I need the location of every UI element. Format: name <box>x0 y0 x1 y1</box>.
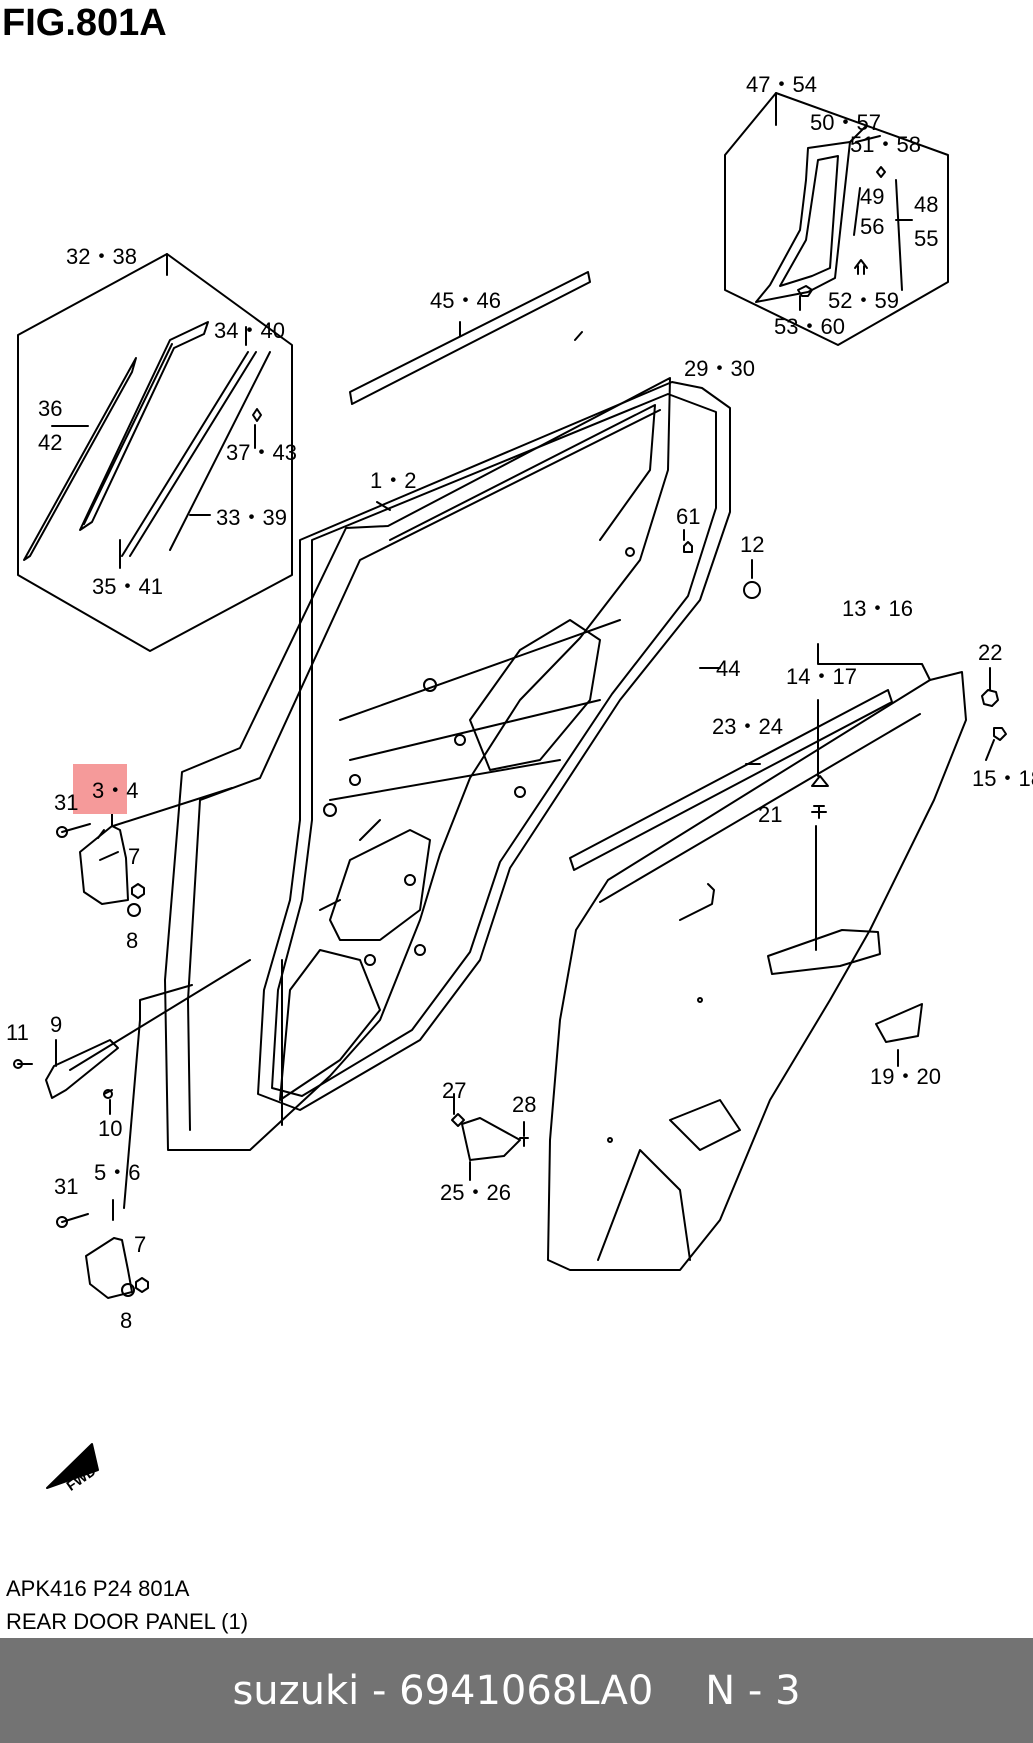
callout-8-upper: 8 <box>126 928 138 953</box>
callout-45-46: 45・46 <box>430 288 501 313</box>
callout-8-lower: 8 <box>120 1308 132 1333</box>
clip-53-icon <box>797 285 813 297</box>
channel-33 <box>121 351 257 557</box>
callout-12: 12 <box>740 532 764 557</box>
callout-19-20: 19・20 <box>870 1064 941 1089</box>
bracket-25 <box>461 1117 521 1161</box>
screw-28-icon <box>519 1137 529 1147</box>
footer-page: N - 3 <box>705 1667 801 1714</box>
inner-belt-molding <box>569 689 893 871</box>
callout-31-lower: 31 <box>54 1174 78 1199</box>
door-opening-large <box>469 619 601 771</box>
callout-15-18: 15・18 <box>972 766 1033 791</box>
grommet-12-icon <box>743 581 761 599</box>
callout-7-upper: 7 <box>128 844 140 869</box>
callout-51-58: 51・58 <box>850 132 921 157</box>
callout-53-60: 53・60 <box>774 314 845 339</box>
washer-8-upper-icon <box>127 903 141 917</box>
seal-strip-48 <box>895 179 903 291</box>
callout-22: 22 <box>978 640 1002 665</box>
armrest <box>767 929 881 975</box>
callout-52-59: 52・59 <box>828 288 899 313</box>
highlight-box <box>73 764 127 814</box>
callout-27: 27 <box>442 1078 466 1103</box>
callout-44: 44 <box>716 656 740 681</box>
callout-11: 11 <box>6 1020 29 1045</box>
callout-13-16: 13・16 <box>842 596 913 621</box>
callout-50-57: 50・57 <box>810 110 881 135</box>
footer-part-number: suzuki - 6941068LA0 <box>232 1667 654 1714</box>
callout-37-43: 37・43 <box>226 440 297 465</box>
clip-51-icon <box>876 166 886 178</box>
pillar-garnish <box>755 141 851 303</box>
callout-56: 56 <box>860 214 884 239</box>
upper-hinge <box>79 825 129 905</box>
callout-28: 28 <box>512 1092 536 1117</box>
door-check <box>45 1039 119 1099</box>
washer-8-lower-icon <box>121 1283 135 1297</box>
nut-7-upper-icon <box>131 883 145 899</box>
callout-25-26: 25・26 <box>440 1180 511 1205</box>
callout-7-lower: 7 <box>134 1232 146 1257</box>
callout-21: 21 <box>758 802 782 827</box>
outer-molding <box>349 271 591 405</box>
callout-55: 55 <box>914 226 938 251</box>
callout-14-17: 14・17 <box>786 664 857 689</box>
clip-27-icon <box>451 1113 465 1127</box>
callout-34-40: 34・40 <box>214 318 285 343</box>
switch-cover-19 <box>875 1003 923 1043</box>
callout-31-upper: 31 <box>54 790 78 815</box>
callout-42: 42 <box>38 430 62 455</box>
lower-hinge <box>85 1237 133 1299</box>
callout-5-6: 5・6 <box>94 1160 140 1185</box>
callout-10: 10 <box>98 1116 122 1141</box>
channel-35 <box>169 351 271 551</box>
seal-strip-49 <box>853 187 861 236</box>
weatherstrip <box>257 381 731 1111</box>
glass-run-channel-34 <box>79 321 209 531</box>
callout-23-24: 23・24 <box>712 714 783 739</box>
callout-32-38: 32・38 <box>66 244 137 269</box>
door-opening-small <box>329 829 431 941</box>
callout-49: 49 <box>860 184 884 209</box>
callout-29-30: 29・30 <box>684 356 755 381</box>
door-inner-panel <box>164 377 671 1151</box>
callout-47-54: 47・54 <box>746 72 817 97</box>
callout-35-41: 35・41 <box>92 574 163 599</box>
callout-61: 61 <box>676 504 700 529</box>
door-trim-panel <box>547 671 967 1271</box>
channel-36 <box>23 357 137 561</box>
fwd-arrow <box>46 1443 99 1489</box>
figure-title: FIG.801A <box>2 2 167 44</box>
clip-15-icon <box>993 727 1007 741</box>
figure-name: REAR DOOR PANEL (1) <box>6 1609 249 1634</box>
cap-14-icon <box>811 775 829 787</box>
callout-1-2: 1・2 <box>370 468 416 493</box>
callout-48: 48 <box>914 192 938 217</box>
nut-7-lower-icon <box>135 1277 149 1293</box>
figure-code: APK416 P24 801A <box>6 1576 190 1601</box>
inset-hexagon-channels <box>17 253 293 652</box>
footer-bar: suzuki - 6941068LA0 N - 3 <box>0 1638 1033 1743</box>
callout-9: 9 <box>50 1012 62 1037</box>
clip-37-icon <box>252 408 262 422</box>
callout-3-4: 3・4 <box>92 778 138 803</box>
screw-22-icon <box>981 689 999 707</box>
clip-61-icon <box>683 541 693 553</box>
callout-36: 36 <box>38 396 62 421</box>
callout-33-39: 33・39 <box>216 505 287 530</box>
inset-hexagon-pillar <box>724 92 949 346</box>
clip-52-icon <box>854 259 868 275</box>
